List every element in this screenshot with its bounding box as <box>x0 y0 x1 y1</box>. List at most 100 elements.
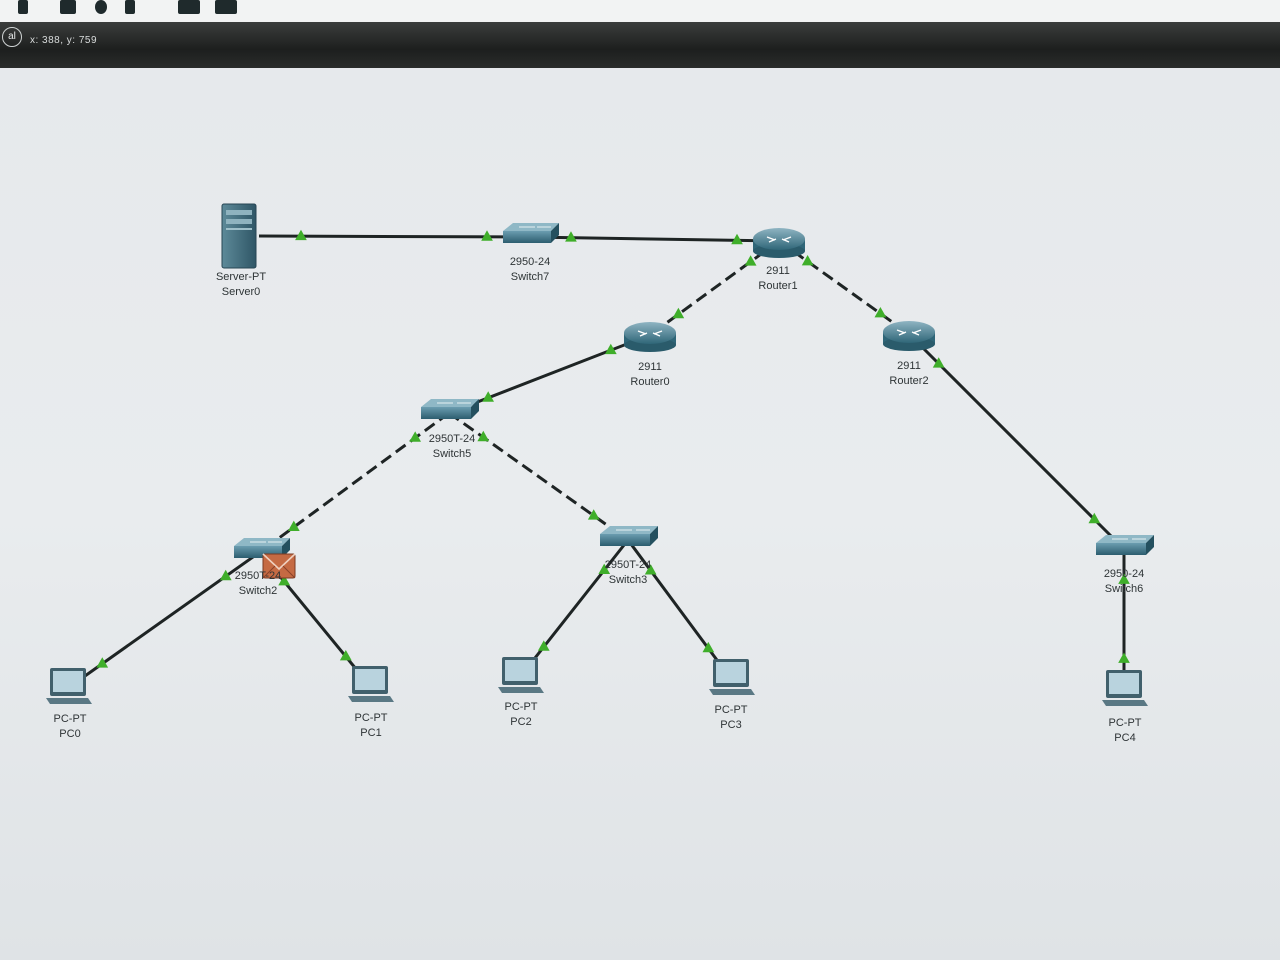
switch5-switch2-link[interactable] <box>259 411 450 554</box>
pc2-label: PC-PT PC2 <box>505 700 538 730</box>
switch7-name: Switch7 <box>510 271 550 283</box>
switch3-model: 2950T-24 <box>604 559 652 571</box>
router2-name: Router2 <box>889 375 929 387</box>
server0-label: Server-PT Server0 <box>216 270 266 300</box>
router2-label: 2911 Router2 <box>889 359 928 389</box>
switch5-model: 2950T-24 <box>428 433 476 445</box>
router0-name: Router0 <box>630 376 670 388</box>
switch5-device[interactable] <box>421 399 479 419</box>
export-icon[interactable] <box>215 0 237 14</box>
pc0-name: PC0 <box>59 728 81 740</box>
router0-device[interactable] <box>624 322 676 352</box>
pen-icon[interactable] <box>18 0 28 14</box>
router2-switch6-status-b <box>1088 512 1101 524</box>
pc4-device[interactable] <box>1102 670 1148 706</box>
router0-model: 2911 <box>638 361 662 373</box>
switch6-pc4-status-a <box>1118 573 1130 584</box>
switch3-pc2-status-a <box>598 563 611 574</box>
shape-icon[interactable] <box>95 0 107 14</box>
switch5-switch2-status-b <box>288 520 300 531</box>
switch6-device[interactable] <box>1096 535 1154 555</box>
pc0-label: PC-PT PC0 <box>54 712 87 742</box>
pc4-model: PC-PT <box>1108 717 1142 729</box>
router1-model: 2911 <box>766 265 790 277</box>
router2-model: 2911 <box>897 360 921 372</box>
pc3-device[interactable] <box>709 659 755 695</box>
switch5-switch2-status-a <box>409 431 421 442</box>
link-status-layer <box>96 229 1130 668</box>
switch3-pc2-status-b <box>537 640 550 651</box>
switch3-pc3-status-b <box>702 641 715 653</box>
router1-label: 2911 Router1 <box>758 264 797 294</box>
router1-router0-status-a <box>744 255 757 266</box>
switch2-label: 2950T-24 Switch2 <box>235 569 281 599</box>
switch3-label: 2950T-24 Switch3 <box>605 558 651 588</box>
router2-switch6-status-a <box>932 357 945 368</box>
switch2-model: 2950T-24 <box>234 570 282 582</box>
pc3-model: PC-PT <box>714 704 748 716</box>
pc3-name: PC3 <box>720 719 742 731</box>
pc2-model: PC-PT <box>504 701 538 713</box>
router1-device[interactable] <box>753 228 805 258</box>
pc1-name: PC1 <box>360 727 382 739</box>
pc4-label: PC-PT PC4 <box>1109 716 1142 746</box>
switch7-device[interactable] <box>503 223 559 243</box>
switch2-pc0-status-a <box>219 569 232 581</box>
switch6-label: 2950-24 Switch6 <box>1104 567 1144 597</box>
marker-icon[interactable] <box>60 0 76 14</box>
router1-router2-link[interactable] <box>778 239 910 336</box>
switch3-pc2-link[interactable] <box>518 539 630 678</box>
router1-router2-status-a <box>801 255 814 266</box>
switch3-pc3-status-a <box>644 564 657 575</box>
switch2-pc1-status-a <box>278 575 291 586</box>
router1-name: Router1 <box>758 280 798 292</box>
brush-icon[interactable] <box>125 0 135 14</box>
switch5-switch3-status-b <box>587 509 600 520</box>
router0-label: 2911 Router0 <box>630 360 669 390</box>
switch5-label: 2950T-24 Switch5 <box>429 432 475 462</box>
pc0-model: PC-PT <box>53 713 87 725</box>
switch6-model: 2950-24 <box>1103 568 1145 580</box>
logical-workspace[interactable] <box>0 68 1280 960</box>
links-layer <box>67 234 1126 690</box>
switch7-router1-status-a <box>565 231 577 242</box>
status-bar <box>0 22 1280 68</box>
switch2-pc0-status-b <box>96 657 109 668</box>
switch5-switch3-link[interactable] <box>448 411 629 542</box>
server0-model: Server-PT <box>215 271 267 283</box>
toolbar <box>0 0 1280 22</box>
router1-router0-link[interactable] <box>649 239 780 337</box>
switch3-pc3-link[interactable] <box>626 539 733 680</box>
switch5-switch3-status-a <box>477 430 490 442</box>
pc1-model: PC-PT <box>354 712 388 724</box>
switch7-router1-status-b <box>731 233 743 245</box>
switch7-label: 2950-24 Switch7 <box>510 255 550 285</box>
server0-device[interactable] <box>221 203 257 269</box>
server0-switch7-status-a <box>295 229 307 241</box>
switch6-pc4-status-b <box>1118 652 1130 663</box>
router0-switch5-status-a <box>605 343 617 355</box>
coordinate-readout: x: 388, y: 759 <box>30 35 98 46</box>
envelope-icon[interactable] <box>262 553 296 579</box>
router1-router2-status-b <box>874 307 887 318</box>
pc1-device[interactable] <box>348 666 394 702</box>
pc4-name: PC4 <box>1114 732 1136 744</box>
save-icon[interactable] <box>178 0 200 14</box>
router1-router0-status-b <box>672 307 685 319</box>
switch6-name: Switch6 <box>1104 583 1144 595</box>
switch3-device[interactable] <box>600 526 658 546</box>
pc2-name: PC2 <box>510 716 532 728</box>
server0-switch7-status-b <box>481 230 493 241</box>
router2-device[interactable] <box>883 321 935 351</box>
server0-name: Server0 <box>221 286 261 298</box>
switch2-pc1-status-b <box>339 650 352 661</box>
router2-switch6-link[interactable] <box>907 332 1126 551</box>
router0-switch5-status-b <box>482 391 494 402</box>
realtime-icon[interactable]: al <box>2 27 22 47</box>
pc3-label: PC-PT PC3 <box>715 703 748 733</box>
pc0-device[interactable] <box>46 668 92 704</box>
router0-switch5-link[interactable] <box>448 333 651 415</box>
pc2-device[interactable] <box>498 657 544 693</box>
switch7-model: 2950-24 <box>509 256 551 268</box>
